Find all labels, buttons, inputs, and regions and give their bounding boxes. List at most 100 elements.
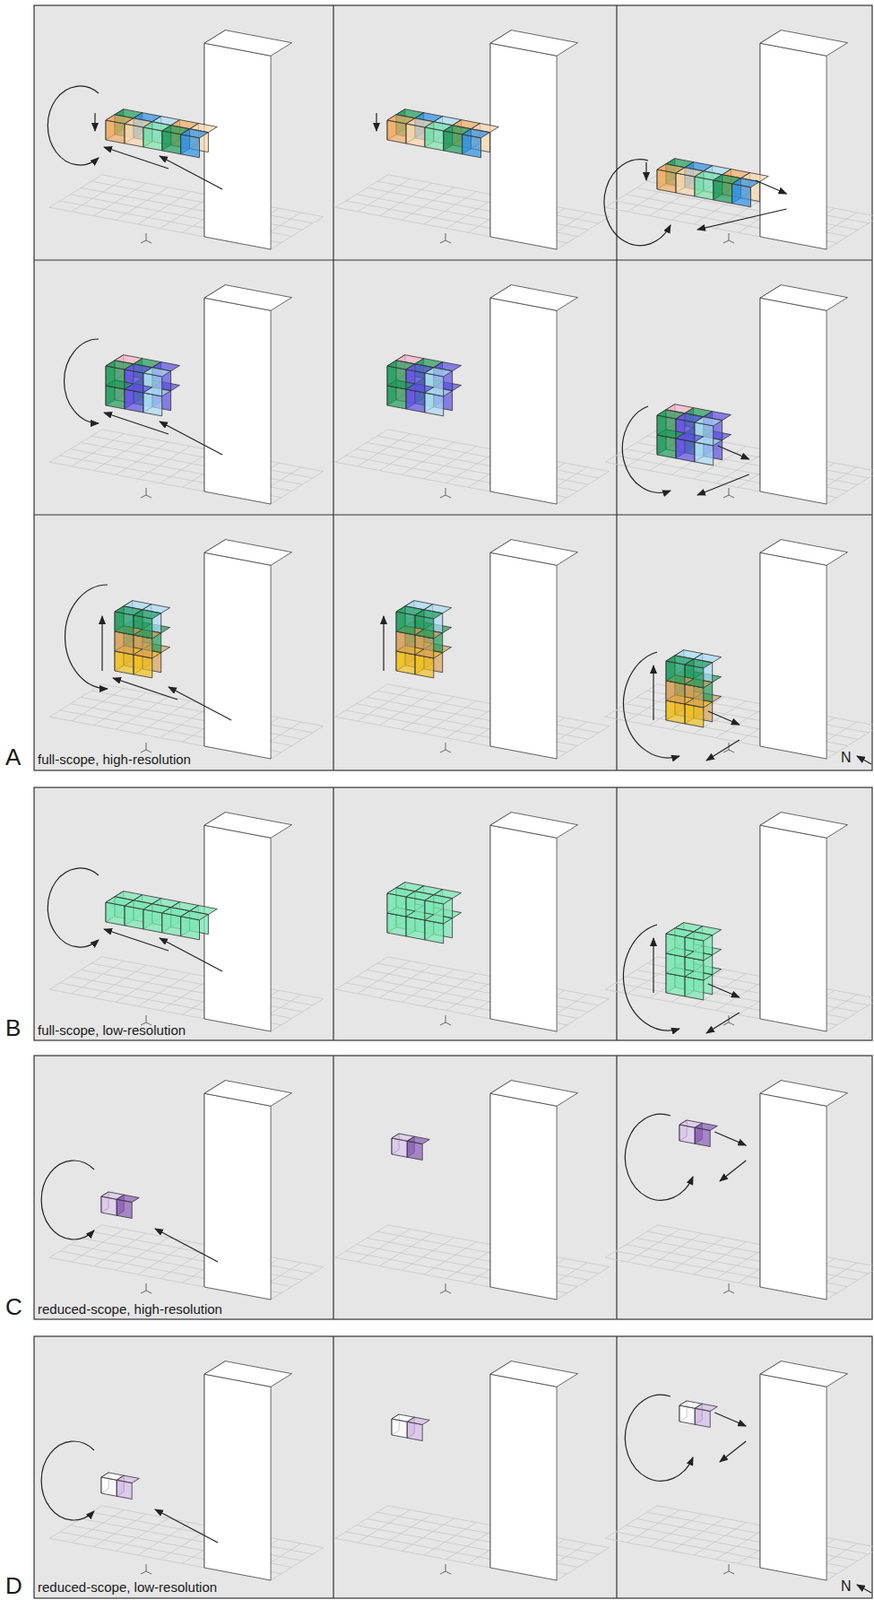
axis-glyph <box>723 1563 735 1574</box>
massing-cube <box>675 173 695 197</box>
motion-arrow <box>47 867 99 947</box>
motion-arrow <box>103 928 169 951</box>
motion-arrow <box>719 1159 746 1181</box>
floor-grid <box>605 174 874 250</box>
grid-line <box>357 433 411 467</box>
massing-block <box>666 922 722 1000</box>
massing-cube <box>391 1418 407 1437</box>
massing-cube <box>684 703 704 727</box>
north-arrow <box>856 755 872 764</box>
massing-cube <box>124 389 144 413</box>
panel-divider <box>615 787 617 1040</box>
massing-cube <box>666 700 685 724</box>
grid-line <box>556 471 610 504</box>
motion-arrow <box>604 159 671 246</box>
massing-cube <box>114 605 143 615</box>
massing-block <box>679 1400 718 1428</box>
grid-line <box>377 435 599 478</box>
massing-cube <box>684 936 704 961</box>
massing-cube <box>666 972 685 996</box>
north-arrow <box>856 1583 872 1593</box>
massing-cube <box>124 905 144 929</box>
building-envelope <box>760 1092 827 1299</box>
massing-block <box>391 1133 430 1160</box>
axis-glyph <box>440 233 451 243</box>
grid-line <box>270 726 324 759</box>
building-envelope <box>490 824 557 1031</box>
grid-line <box>335 956 389 989</box>
scene <box>335 1080 609 1299</box>
grid-line <box>49 683 103 717</box>
building-envelope <box>490 297 557 504</box>
grid-line <box>401 187 455 220</box>
grid-line <box>380 1513 433 1546</box>
grid-line <box>649 1513 703 1546</box>
massing-cube <box>143 392 163 416</box>
building-envelope <box>204 297 271 504</box>
massing-cube <box>424 899 444 924</box>
axis-glyph <box>140 233 152 243</box>
floor-grid <box>335 429 609 504</box>
motion-arrow <box>155 1228 218 1262</box>
floor-grid <box>49 1224 324 1299</box>
grid-line <box>335 174 389 208</box>
building-envelope <box>760 1373 827 1580</box>
massing-cube <box>679 1124 695 1143</box>
building-envelope <box>204 539 293 566</box>
grid-line <box>605 683 658 717</box>
massing-cube <box>105 360 134 370</box>
axis-glyph <box>140 1282 152 1293</box>
scene <box>47 812 323 1031</box>
massing-cube <box>424 127 444 151</box>
building-envelope <box>490 1080 579 1107</box>
axis-glyph <box>723 487 735 498</box>
grid-line <box>49 1505 103 1538</box>
building-envelope <box>760 1360 849 1387</box>
massing-cube <box>387 120 407 144</box>
motion-arrow <box>101 615 103 671</box>
massing-cube <box>387 360 416 370</box>
massing-block <box>105 109 217 158</box>
motion-arrows <box>604 159 788 246</box>
floor-grid <box>49 429 324 504</box>
massing-cube <box>387 892 407 917</box>
motion-arrow <box>714 1411 746 1426</box>
grid-line <box>424 1241 477 1274</box>
grid-line <box>671 1517 725 1550</box>
grid-line <box>91 435 313 478</box>
motion-arrows <box>41 1440 218 1542</box>
building-envelope <box>204 1373 271 1580</box>
massing-block <box>666 649 722 727</box>
grid-line <box>556 998 610 1031</box>
grid-line <box>138 973 191 1006</box>
panel-divider <box>332 1055 334 1319</box>
grid-line <box>693 1522 747 1555</box>
grid-line <box>138 1241 191 1274</box>
massing-cube <box>143 372 163 397</box>
grid-line <box>335 429 389 462</box>
building-envelope <box>204 824 271 1031</box>
massing-cube <box>124 123 144 148</box>
massing-cube <box>105 114 134 124</box>
building-envelope <box>204 1092 271 1299</box>
axis-glyph <box>140 742 152 753</box>
grid-line <box>91 690 313 733</box>
massing-cube <box>387 912 407 936</box>
axis-glyph <box>440 1282 451 1293</box>
massing-cube <box>424 372 444 397</box>
massing-cube <box>105 896 134 906</box>
massing-cube <box>105 365 125 390</box>
floor-grid <box>605 1224 874 1299</box>
scene <box>41 1360 323 1580</box>
massing-block <box>679 1119 718 1147</box>
building-envelope <box>490 552 557 759</box>
grid-line <box>380 182 433 216</box>
building-envelope <box>204 30 293 57</box>
grid-line <box>115 969 169 1002</box>
grid-line <box>401 696 455 729</box>
grid-line <box>627 1509 681 1542</box>
grid-line <box>401 969 455 1002</box>
motion-arrow <box>41 1440 95 1520</box>
massing-cube <box>143 127 163 151</box>
grid-line <box>556 1547 610 1580</box>
